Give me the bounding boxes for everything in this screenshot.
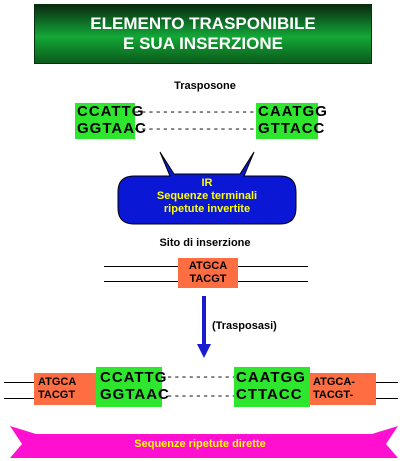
result-right-ir-bottom: CTTACC [236, 386, 303, 403]
site-line-bottom-right [238, 281, 308, 282]
ir-callout-text: IR Sequenze terminali ripetute invertite [118, 177, 296, 216]
transposon-right-ir: CAATGG GTTACC [256, 103, 328, 139]
transposon-label: Trasposone [174, 80, 236, 92]
transposon-right-bottom: GTTACC [258, 120, 326, 137]
result-right-ir: CAATGG CTTACC [234, 367, 310, 407]
transposon-right-top: CAATGG [258, 103, 328, 120]
result-right-ir-top: CAATGG [236, 369, 306, 386]
ir-callout-line-1: IR [201, 177, 213, 189]
result-left-target-top: ATGCA [38, 376, 77, 388]
down-arrow-icon [197, 296, 211, 358]
title-banner: ELEMENTO TRASPONIBILE E SUA INSERZIONE [34, 4, 372, 64]
result-line-bottom-right [376, 398, 398, 399]
ir-callout-line-3: ripetute invertite [163, 203, 251, 215]
transposon-dash-bottom: --------------------------------- [133, 122, 256, 136]
result-left-target: ATGCA TACGT [34, 373, 96, 405]
ir-callout-shape [117, 151, 297, 225]
title-line-1: ELEMENTO TRASPONIBILE [90, 14, 316, 33]
transposon-left-ir: CCATTG GGTAAC [75, 103, 147, 139]
result-dash-top: -------------------- [166, 370, 234, 384]
title-line-2: E SUA INSERZIONE [123, 34, 283, 53]
result-right-target: ATGCA- TACGT- [310, 373, 376, 405]
result-right-target-bottom: TACGT- [313, 389, 354, 401]
result-left-ir: CCATTG GGTAAC [96, 367, 170, 407]
result-line-bottom-left [4, 398, 34, 399]
site-line-bottom-left [104, 281, 178, 282]
insertion-site-box: ATGCA TACGT [178, 258, 238, 288]
result-line-top-left [4, 382, 34, 383]
site-line-top-left [104, 266, 178, 267]
result-left-ir-top: CCATTG [100, 369, 168, 386]
direct-repeats-label: Sequenze ripetute dirette [134, 438, 266, 450]
transposase-label: (Trasposasi) [212, 320, 277, 332]
result-dash-bottom: -------------------- [166, 389, 234, 403]
insertion-site-label: Sito di inserzione [159, 237, 251, 249]
transposon-left-bottom: GGTAAC [77, 120, 147, 137]
result-left-target-bottom: TACGT [38, 389, 76, 401]
result-left-ir-bottom: GGTAAC [100, 386, 170, 403]
direct-repeats-banner [10, 426, 398, 458]
ir-callout-line-2: Sequenze terminali [156, 190, 258, 202]
site-top-seq: ATGCA [188, 260, 228, 272]
site-line-top-right [238, 266, 308, 267]
result-line-top-right [376, 382, 398, 383]
site-bottom-seq: TACGT [189, 273, 227, 285]
result-right-target-top: ATGCA- [313, 376, 355, 388]
transposon-dash-top: --------------------------------- [133, 105, 256, 119]
transposon-left-top: CCATTG [77, 103, 145, 120]
